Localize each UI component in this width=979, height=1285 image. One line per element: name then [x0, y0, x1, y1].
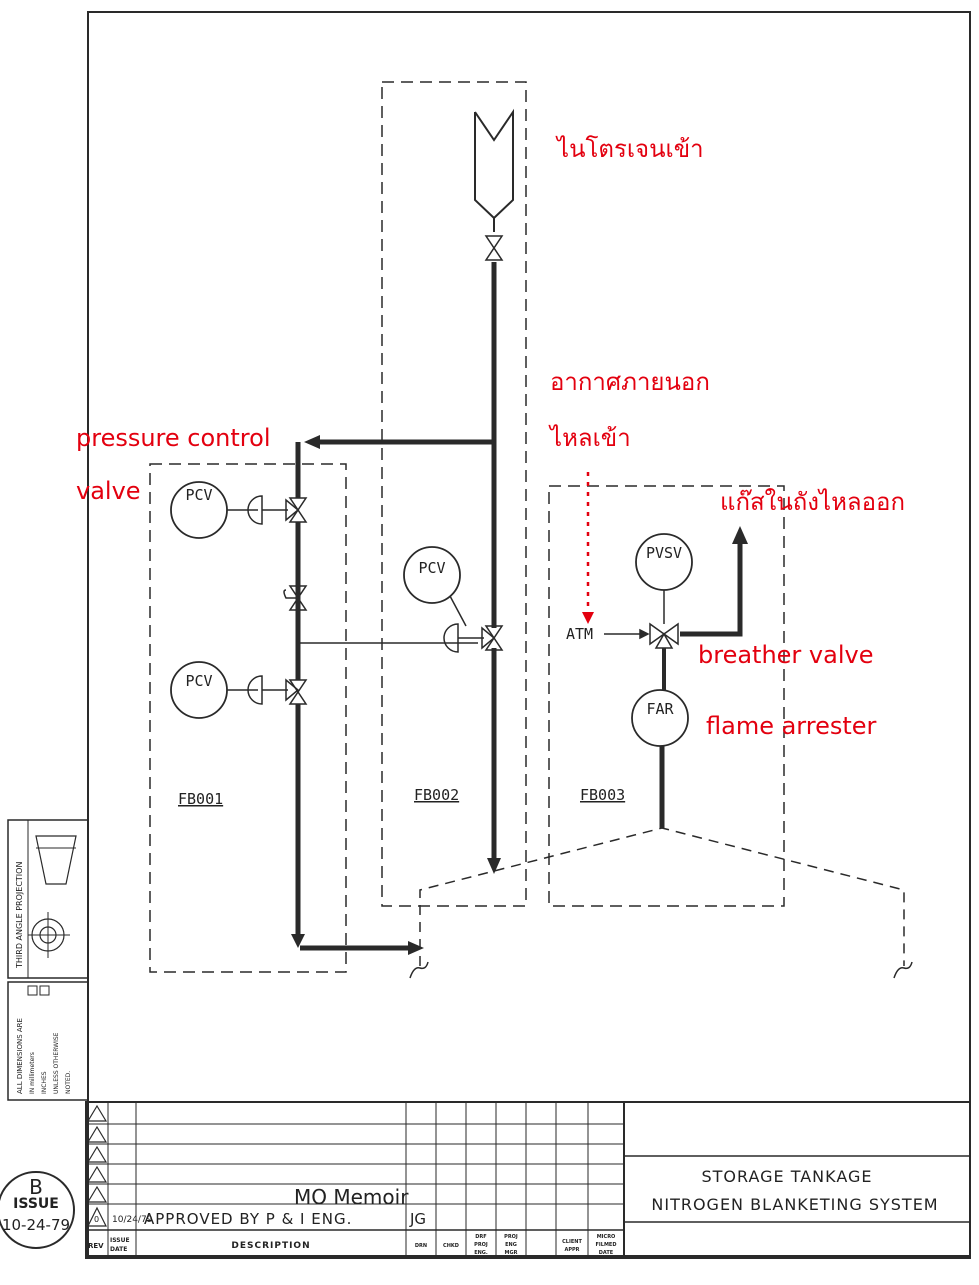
issue-stamp-letter: B: [29, 1175, 43, 1199]
pvsv-tag: PVSV: [646, 544, 682, 562]
far-instrument: FAR: [631, 648, 689, 828]
dims-line-5: NOTED.: [65, 1071, 72, 1094]
pvsv-instrument: PVSV: [635, 533, 693, 624]
header-drf-1: DRF: [475, 1234, 486, 1240]
watermark: MO Memoir: [294, 1185, 409, 1209]
annotation-pressure-control-2: valve: [76, 477, 141, 505]
far-tag: FAR: [646, 700, 674, 718]
dims-line-3: INCHES: [41, 1071, 48, 1094]
rev-initials: JG: [409, 1210, 426, 1228]
annotation-outside-air-2: ไหลเข้า: [548, 424, 631, 452]
header-client-1: CLIENT: [562, 1239, 582, 1245]
dims-line-2: IN millimeters: [29, 1052, 36, 1094]
annotation-pressure-control-1: pressure control: [76, 424, 270, 452]
annotation-nitrogen-in: ไนโตรเจนเข้า: [555, 135, 704, 163]
header-micro-2: FILMED: [595, 1242, 616, 1248]
fb001-package-box: [149, 463, 347, 973]
header-client-2: APPR: [564, 1247, 579, 1253]
fb002-package-box: [381, 81, 527, 907]
header-description: DESCRIPTION: [231, 1241, 310, 1251]
issue-stamp: B ISSUE 10-24-79: [0, 1171, 75, 1249]
sheet-border: [87, 11, 971, 1257]
pcv-top-tag: PCV: [185, 486, 212, 504]
rev-description: APPROVED BY P & I ENG.: [144, 1210, 352, 1228]
fb003-package-box: [548, 485, 785, 907]
annotation-outside-air-1: อากาศภายนอก: [550, 368, 710, 396]
dims-line-4: UNLESS OTHERWISE: [53, 1032, 60, 1094]
title-block: 0 10/24/79 APPROVED BY P & I ENG. JG REV…: [85, 1101, 971, 1259]
annotation-breather-valve: breather valve: [698, 641, 873, 669]
header-proj-3: MGR: [505, 1250, 518, 1256]
nitrogen-inlet-valve: [484, 235, 504, 261]
header-micro-3: DATE: [599, 1250, 614, 1256]
header-drn: DRN: [415, 1243, 427, 1249]
pcv-bottom-tag: PCV: [185, 672, 212, 690]
header-proj-1: PROJ: [504, 1234, 518, 1240]
fb003-label: FB003: [580, 786, 625, 804]
revision-triangles: [86, 1104, 108, 1227]
header-drf-2: PROJ: [474, 1242, 488, 1248]
annotation-air-arrow: [582, 472, 594, 624]
drawing-title-line-1: STORAGE TANKAGE: [701, 1167, 872, 1186]
header-date: DATE: [110, 1246, 127, 1253]
header-micro-1: MICRO: [597, 1234, 616, 1240]
header-issue: ISSUE: [110, 1237, 130, 1244]
pcv-bottom-instrument: PCV: [170, 661, 308, 719]
issue-stamp-date: 10-24-79: [2, 1216, 70, 1234]
projection-block: THIRD ANGLE PROJECTION: [7, 819, 89, 979]
tank-nozzle-symbols: [409, 961, 913, 979]
header-chkd: CHKD: [443, 1243, 459, 1249]
annotation-tank-gas-out: แก๊สในถังไหลออก: [720, 488, 905, 516]
header-rev: REV: [88, 1242, 104, 1250]
pcv-mid-tag: PCV: [418, 559, 445, 577]
nitrogen-main-line: [291, 262, 501, 955]
pcv-mid-instrument: PCV: [403, 546, 504, 653]
rev-date: 10/24/79: [112, 1215, 153, 1225]
header-proj-2: ENG: [505, 1242, 517, 1248]
bypass-valve: [283, 585, 308, 611]
vent-outlet-line: [680, 526, 748, 637]
dims-line-1: ALL DIMENSIONS ARE: [16, 1018, 24, 1094]
rev-number: 0: [94, 1215, 99, 1224]
drawing-title-line-2: NITROGEN BLANKETING SYSTEM: [651, 1195, 938, 1214]
issue-stamp-word: ISSUE: [13, 1196, 59, 1212]
breather-valve-symbol: [604, 622, 679, 649]
tank-roof-outline: [419, 827, 905, 966]
pcv-top-instrument: PCV: [170, 481, 308, 539]
atm-label: ATM: [566, 625, 593, 643]
fb002-label: FB002: [414, 786, 459, 804]
header-drf-3: ENG.: [474, 1250, 488, 1256]
third-angle-projection-label: THIRD ANGLE PROJECTION: [15, 862, 24, 969]
fb001-label: FB001: [178, 790, 223, 808]
annotation-flame-arrester: flame arrester: [706, 712, 877, 740]
nitrogen-inlet-nozzle: [474, 108, 514, 232]
dimensions-block: ALL DIMENSIONS ARE IN millimeters INCHES…: [7, 981, 89, 1101]
